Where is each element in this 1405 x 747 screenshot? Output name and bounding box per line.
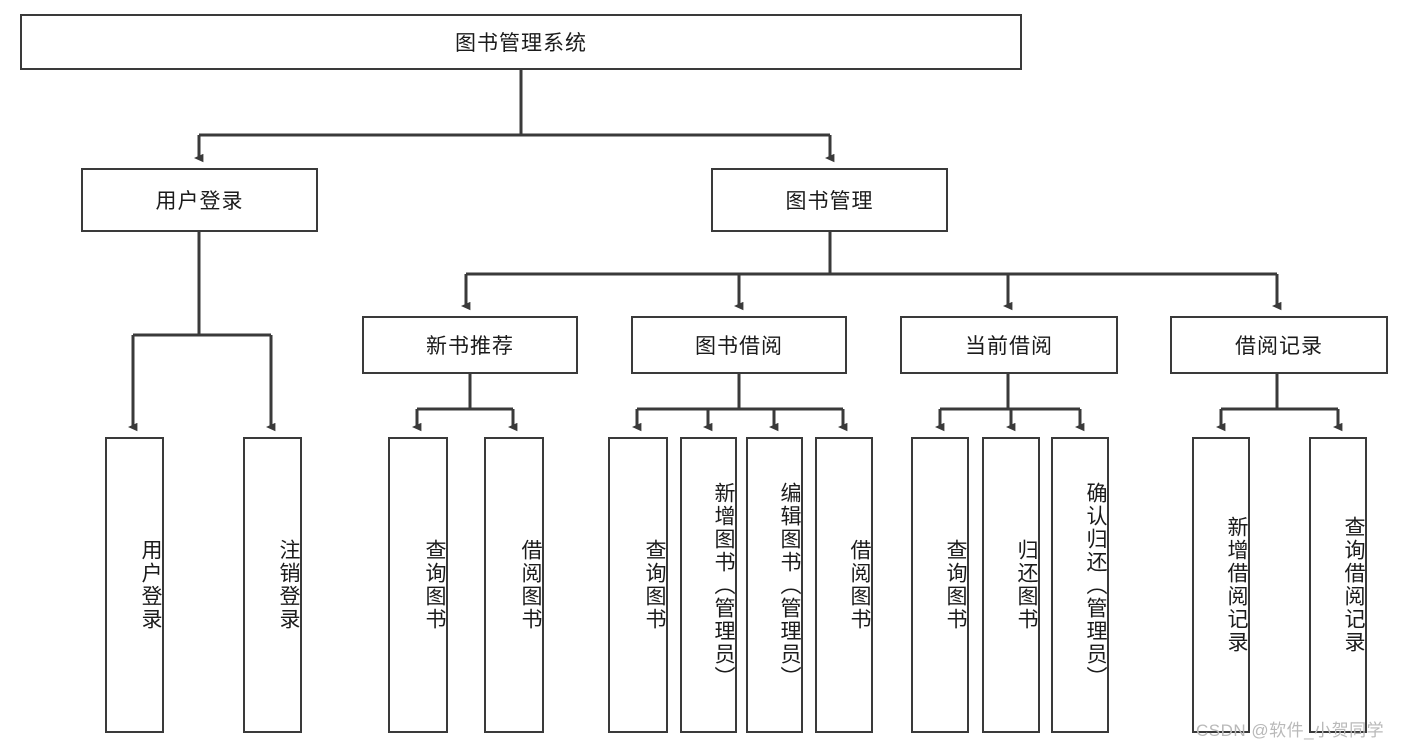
leaf-node[interactable]: 查询图书	[911, 437, 969, 733]
leaf-node[interactable]: 编辑图书（管理员）	[746, 437, 803, 733]
node-borrow-record-label: 借阅记录	[1235, 335, 1323, 358]
leaf-node[interactable]: 用户登录	[105, 437, 164, 733]
node-current-borrow-label: 当前借阅	[965, 335, 1053, 358]
leaf-label: 确认归还（管理员）	[1084, 481, 1107, 689]
node-book-borrow-label: 图书借阅	[695, 335, 783, 358]
leaf-node[interactable]: 查询图书	[608, 437, 668, 733]
node-new-book-recommend-label: 新书推荐	[426, 335, 514, 358]
node-book-management[interactable]: 图书管理	[711, 168, 948, 232]
leaf-label: 借阅图书	[519, 539, 542, 631]
node-book-management-label: 图书管理	[785, 190, 874, 213]
node-user-login[interactable]: 用户登录	[81, 168, 318, 232]
leaf-node[interactable]: 注销登录	[243, 437, 302, 733]
leaf-node[interactable]: 查询借阅记录	[1309, 437, 1367, 733]
leaf-label: 查询借阅记录	[1342, 516, 1365, 654]
leaf-label: 新增图书（管理员）	[712, 481, 735, 689]
node-borrow-record[interactable]: 借阅记录	[1170, 316, 1388, 374]
node-root-label: 图书管理系统	[455, 32, 587, 55]
leaf-node[interactable]: 借阅图书	[815, 437, 873, 733]
csdn-watermark: CSDN @软件_小贺同学	[1196, 721, 1385, 740]
leaf-node[interactable]: 查询图书	[388, 437, 448, 733]
leaf-label: 新增借阅记录	[1225, 516, 1248, 654]
leaf-label: 归还图书	[1015, 539, 1038, 631]
node-current-borrow[interactable]: 当前借阅	[900, 316, 1118, 374]
node-root[interactable]: 图书管理系统	[20, 14, 1022, 70]
leaf-label: 借阅图书	[848, 539, 871, 631]
leaf-node[interactable]: 确认归还（管理员）	[1051, 437, 1109, 733]
leaf-label: 注销登录	[277, 539, 300, 631]
leaf-label: 用户登录	[139, 539, 162, 631]
node-book-borrow[interactable]: 图书借阅	[631, 316, 847, 374]
leaf-node[interactable]: 新增图书（管理员）	[680, 437, 737, 733]
leaf-node[interactable]: 归还图书	[982, 437, 1040, 733]
node-user-login-label: 用户登录	[155, 190, 244, 213]
node-new-book-recommend[interactable]: 新书推荐	[362, 316, 578, 374]
leaf-label: 查询图书	[944, 539, 967, 631]
leaf-label: 查询图书	[423, 539, 446, 631]
leaf-label: 查询图书	[643, 539, 666, 631]
leaf-label: 编辑图书（管理员）	[778, 481, 801, 689]
leaf-node[interactable]: 借阅图书	[484, 437, 544, 733]
leaf-node[interactable]: 新增借阅记录	[1192, 437, 1250, 733]
